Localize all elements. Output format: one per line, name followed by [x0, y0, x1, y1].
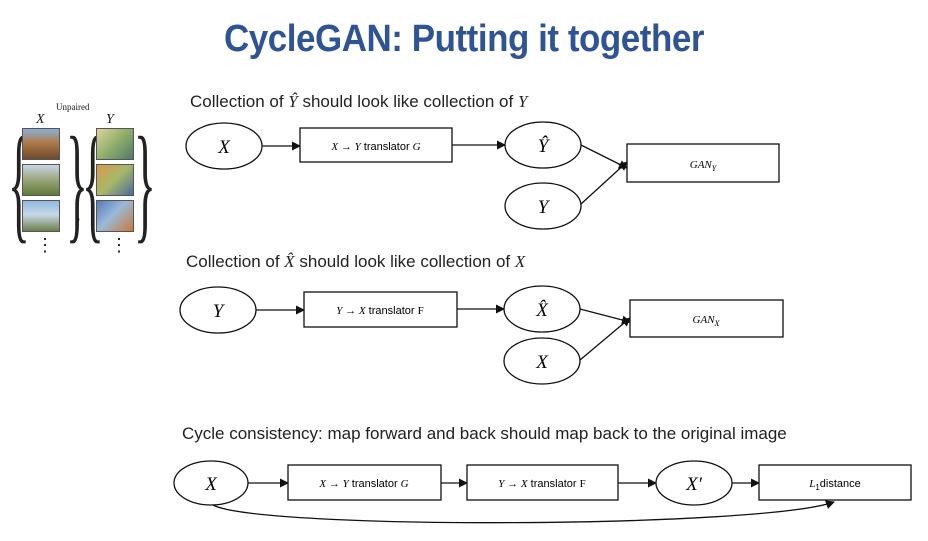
painting-thumbnail	[96, 164, 134, 196]
translator-g-box	[287, 464, 442, 501]
translator-f-box	[466, 464, 619, 501]
node-x-label: X	[217, 137, 231, 158]
photo-thumbnail	[22, 200, 60, 232]
node-x-ellipse	[503, 337, 581, 385]
node-xprime-label: X′	[685, 474, 703, 495]
edge-x-to-gan	[579, 317, 631, 361]
gan-x-box	[629, 299, 784, 338]
collection-x-label: X	[36, 112, 45, 127]
node-y-label: Y	[538, 197, 551, 218]
edge-y-to-gan	[580, 161, 628, 205]
gan-y-box	[626, 143, 780, 183]
l1-distance-label: L1distance	[808, 478, 861, 492]
translator-g-label: X → Y translator G	[318, 478, 408, 490]
node-x-label: X	[204, 474, 218, 495]
right-brace-y: }	[134, 111, 156, 255]
unpaired-label: Unpaired	[56, 102, 90, 112]
gan-y-label: GANY	[690, 159, 718, 173]
translator-g-label: X → Y translator G	[330, 141, 420, 153]
edge-xhat-to-gan	[579, 308, 631, 325]
slide-title: CycleGAN: Putting it together	[223, 18, 704, 60]
node-y-ellipse	[504, 182, 582, 230]
painting-thumbnail	[96, 128, 134, 160]
edge-x-to-l1-curve	[212, 500, 835, 524]
section-3-caption: Cycle consistency: map forward and back …	[182, 424, 787, 443]
right-brace-x: }	[66, 111, 88, 255]
unpaired-collections: Unpaired X Y { ⋮ } , { ⋮ }	[6, 100, 156, 270]
node-yhat-label: Ŷ	[538, 135, 551, 157]
translator-f-label: Y → X translator F	[498, 478, 585, 490]
gan-x-label: GANX	[693, 314, 721, 328]
node-y-label: Y	[213, 301, 226, 322]
node-xhat-label: X̂	[535, 300, 549, 321]
translator-f-label: Y → X translator F	[336, 305, 423, 317]
edge-yhat-to-gan	[580, 144, 628, 169]
section-3-diagram: X X → Y translator G Y → X translator F …	[173, 460, 912, 524]
photo-thumbnail	[22, 164, 60, 196]
photo-thumbnail	[22, 128, 60, 160]
node-x-label: X	[535, 352, 549, 373]
painting-thumbnail	[96, 200, 134, 232]
section-1-diagram: X X → Y translator G Ŷ Y GANY	[185, 121, 780, 230]
section-2-diagram: Y Y → X translator F X̂ X GANX	[179, 285, 784, 385]
collection-y-label: Y	[106, 112, 114, 127]
section-1-caption: Collection of Ŷ should look like collect…	[190, 92, 528, 111]
section-2-caption: Collection of X̂ should look like collec…	[186, 252, 526, 271]
l1-distance-box	[758, 464, 912, 501]
comma-separator: ,	[76, 204, 81, 224]
